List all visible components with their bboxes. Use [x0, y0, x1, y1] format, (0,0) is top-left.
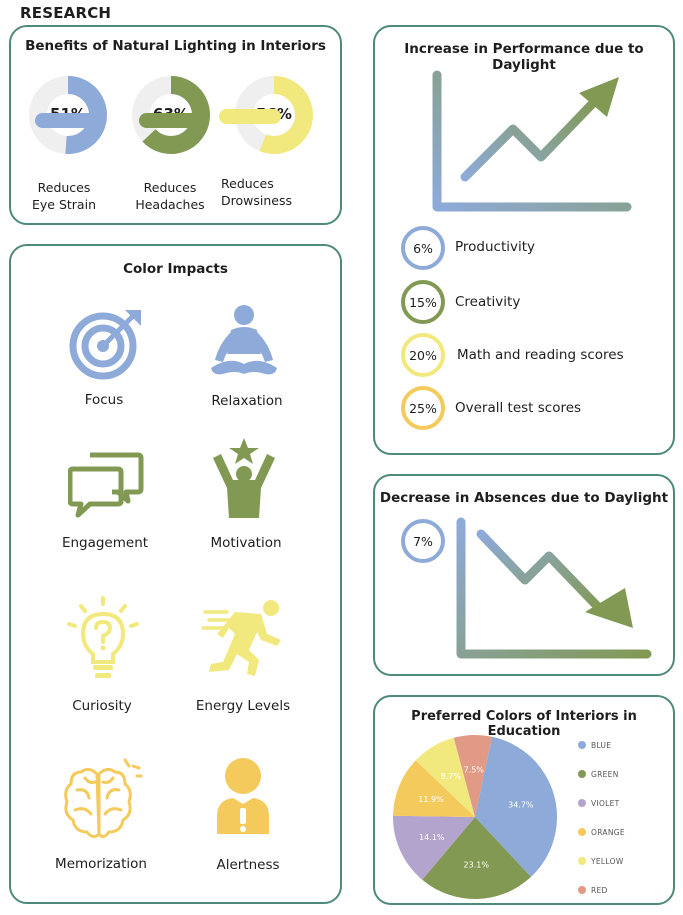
pie-slice-violet — [393, 815, 475, 880]
star-person-icon — [213, 438, 275, 518]
preferred-colors-title: Preferred Colors of Interiors in Educati… — [411, 709, 637, 739]
pie-slice-orange — [393, 760, 475, 817]
performance-panel: Increase in Performance due to Daylight … — [373, 25, 675, 455]
pie-slice-yellow — [415, 737, 475, 817]
headaches-donut-arc — [132, 76, 210, 154]
lightbulb-question-icon — [67, 596, 139, 678]
drowsiness-bar — [219, 109, 281, 124]
math-reading-circle: 20% — [401, 333, 445, 377]
overall-test-percent: 25% — [409, 401, 437, 416]
pie-label-red: 7.5% — [464, 765, 485, 774]
legend-swatch-green — [578, 770, 586, 778]
color-impacts-panel: Color Impacts Focus Relaxation Engagemen… — [9, 244, 342, 904]
legend-item-blue: BLUE — [578, 741, 612, 750]
curiosity-label: Curiosity — [72, 698, 132, 714]
brain-icon — [64, 758, 143, 839]
legend-label-violet: VIOLET — [591, 799, 620, 808]
overall-test-label: Overall test scores — [455, 400, 582, 416]
pie-label-yellow: 8.7% — [441, 772, 462, 781]
memorization-label: Memorization — [55, 856, 147, 872]
legend-item-violet: VIOLET — [578, 799, 620, 808]
meditation-icon — [211, 305, 277, 375]
pie-chart: 34.7% 23.1% 14.1% 11.9% 8.7%7.5% — [393, 735, 557, 899]
absences-panel: Decrease in Absences due to Daylight 7% — [373, 474, 675, 676]
legend-swatch-orange — [578, 828, 586, 836]
energy-levels-label: Energy Levels — [195, 698, 291, 714]
headaches-label-line2: Headaches — [135, 197, 205, 212]
legend-label-red: RED — [591, 886, 608, 895]
pie-label-blue: 34.7% — [508, 800, 534, 809]
legend-swatch-violet — [578, 799, 586, 807]
creativity-percent: 15% — [409, 295, 437, 310]
alertness-label: Alertness — [216, 857, 280, 873]
headaches-label: Reduces Headaches — [115, 179, 225, 213]
pie-slice-green — [422, 817, 532, 899]
natural-lighting-title: Benefits of Natural Lighting in Interior… — [25, 38, 326, 54]
legend-item-orange: ORANGE — [578, 828, 625, 837]
performance-title: Increase in Performance due to Daylight — [404, 41, 644, 73]
rising-trend-icon — [432, 70, 632, 212]
drowsiness-label-line2: Drowsiness — [221, 193, 292, 208]
page-title: RESEARCH — [20, 4, 112, 22]
pie-slice-red — [453, 735, 493, 817]
eye-strain-label-line2: Eye Strain — [32, 197, 96, 212]
drowsiness-label-line1: Reduces — [221, 176, 274, 191]
math-reading-percent: 20% — [409, 348, 437, 363]
engagement-label: Engagement — [61, 535, 149, 551]
relaxation-label: Relaxation — [211, 393, 283, 409]
legend-swatch-red — [578, 886, 586, 894]
headaches-bar — [139, 113, 201, 128]
drowsiness-donut-arc — [235, 76, 313, 154]
overall-test-circle: 25% — [401, 386, 445, 430]
eye-strain-label: Reduces Eye Strain — [9, 179, 119, 213]
legend-label-orange: ORANGE — [591, 828, 625, 837]
target-icon — [69, 310, 141, 380]
productivity-circle: 6% — [401, 226, 445, 270]
color-impacts-title: Color Impacts — [123, 261, 228, 277]
absences-title: Decrease in Absences due to Daylight — [379, 490, 669, 506]
falling-trend-icon — [456, 517, 652, 659]
preferred-colors-panel: Preferred Colors of Interiors in Educati… — [373, 695, 675, 905]
creativity-label: Creativity — [455, 294, 521, 310]
headaches-label-line1: Reduces — [143, 180, 197, 195]
motivation-label: Motivation — [210, 535, 282, 551]
legend-swatch-blue — [578, 741, 586, 749]
legend-label-yellow: YELLOW — [591, 857, 624, 866]
legend-label-blue: BLUE — [591, 741, 612, 750]
chat-bubbles-icon — [68, 452, 144, 518]
pie-label-orange: 11.9% — [418, 795, 444, 804]
legend-label-green: GREEN — [591, 770, 619, 779]
natural-lighting-panel: Benefits of Natural Lighting in Interior… — [9, 25, 342, 225]
running-person-icon — [201, 600, 281, 676]
eye-strain-label-line1: Reduces — [37, 180, 91, 195]
eye-strain-bar — [35, 113, 97, 128]
eye-strain-donut-arc — [29, 76, 107, 154]
legend-item-red: RED — [578, 886, 608, 895]
legend-item-yellow: YELLOW — [578, 857, 624, 866]
absences-percent: 7% — [413, 534, 433, 549]
math-reading-label: Math and reading scores — [457, 347, 624, 363]
productivity-percent: 6% — [413, 241, 433, 256]
focus-label: Focus — [84, 392, 124, 408]
pie-label-green: 23.1% — [464, 861, 490, 870]
productivity-label: Productivity — [455, 239, 536, 255]
legend-item-green: GREEN — [578, 770, 619, 779]
creativity-circle: 15% — [401, 280, 445, 324]
legend-swatch-yellow — [578, 857, 586, 865]
pie-label-violet: 14.1% — [419, 833, 445, 842]
absences-circle: 7% — [401, 519, 445, 563]
pie-slice-blue — [475, 736, 557, 877]
drowsiness-label: Reduces Drowsiness — [201, 175, 311, 209]
alert-person-icon — [217, 758, 269, 834]
